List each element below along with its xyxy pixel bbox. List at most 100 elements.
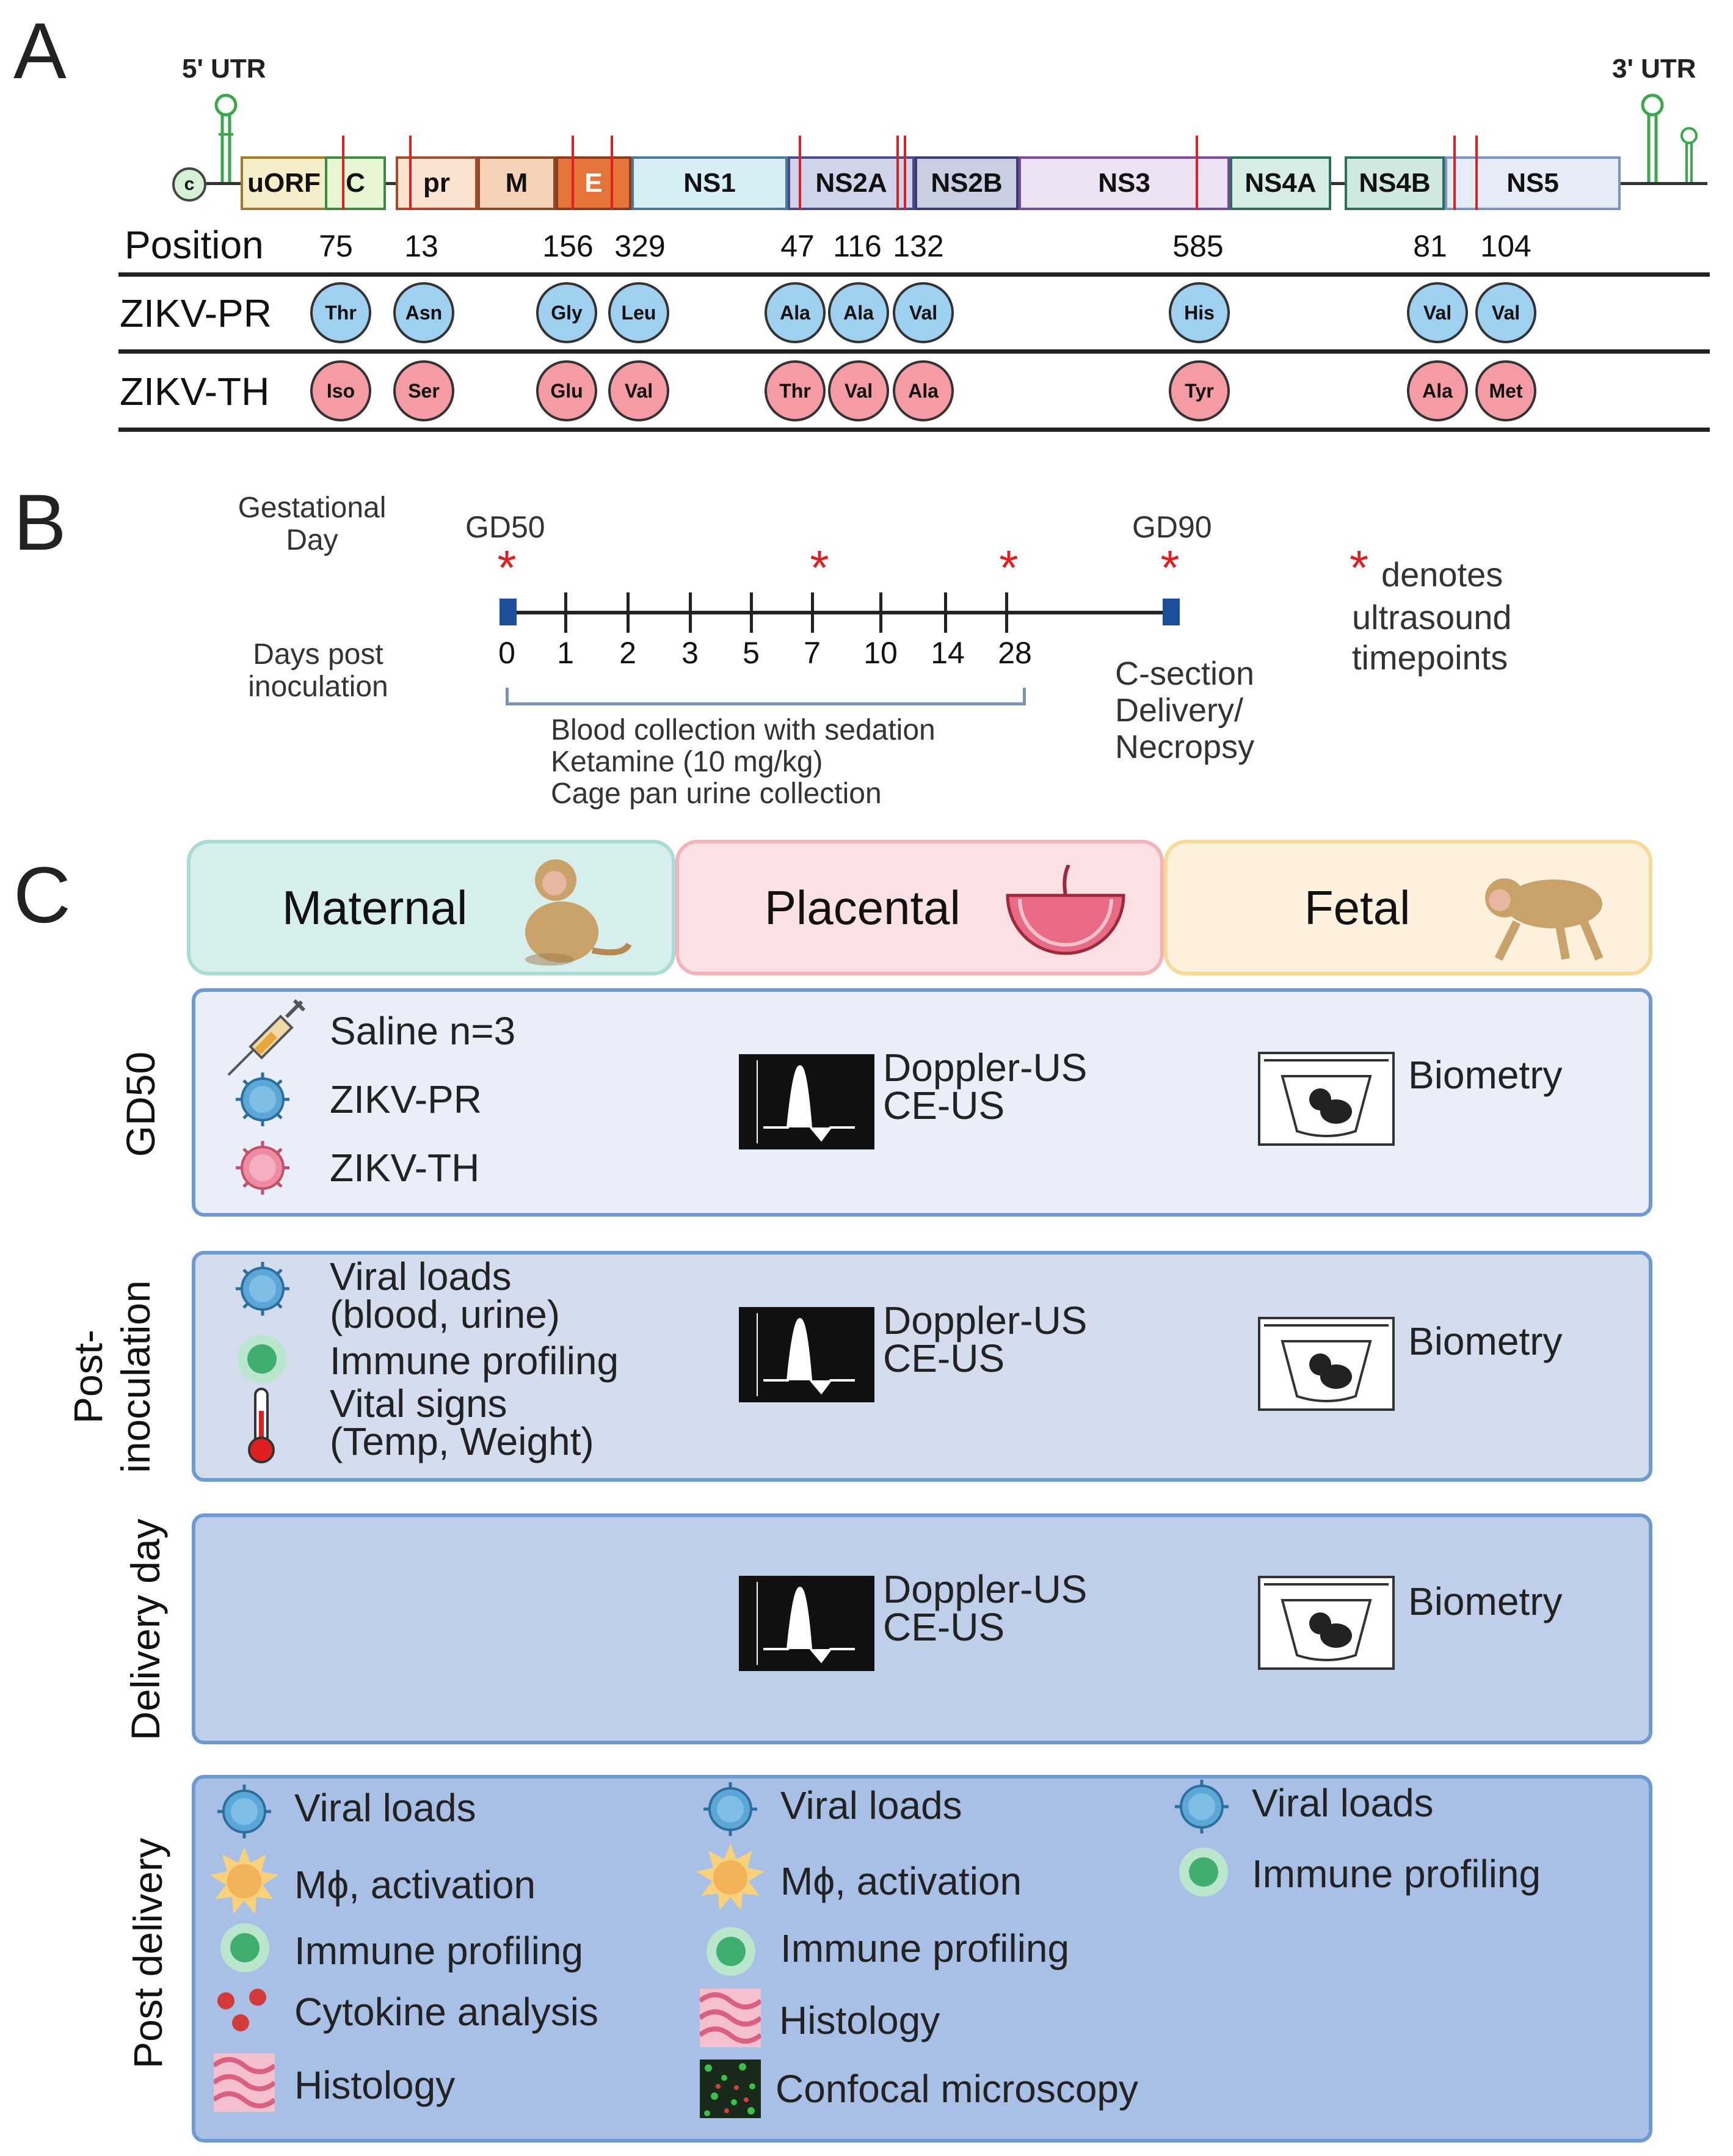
gene-ns3: NS3 xyxy=(1019,156,1230,210)
row-label-post-inoculation: Post- inoculation xyxy=(43,1280,165,1473)
table-divider xyxy=(118,428,1710,432)
position-number: 75 xyxy=(319,229,353,263)
gd50-maternal-saline: Saline n=3 xyxy=(330,1009,516,1053)
residue-pr: His xyxy=(1169,282,1230,343)
position-number: 116 xyxy=(833,229,882,263)
position-number: 156 xyxy=(542,229,594,263)
panel-c-label: C xyxy=(13,850,71,939)
collection-line-3: Cage pan urine collection xyxy=(551,778,882,810)
monkey-sitting-icon xyxy=(525,859,632,966)
position-number: 585 xyxy=(1172,229,1224,263)
csection-line-1: C-section xyxy=(1115,655,1255,692)
pd-placental-immune-profiling: Immune profiling xyxy=(780,1926,1070,1970)
tick-label: 14 xyxy=(931,636,965,670)
immune-cell-icon xyxy=(220,1923,269,1972)
gene-uorf: uORF xyxy=(241,156,327,210)
residue-pr: Ala xyxy=(828,282,889,343)
immune-cell-icon xyxy=(1179,1848,1228,1896)
pd-maternal-viral-loads: Viral loads xyxy=(294,1786,476,1830)
csection-line-3: Necropsy xyxy=(1115,729,1255,765)
fetal-ultrasound-icon xyxy=(1258,1317,1395,1411)
stem-loop-3-icon xyxy=(1641,93,1698,182)
residue-pr: Ala xyxy=(765,282,826,343)
gd50-doppler-us: Doppler-US xyxy=(883,1046,1088,1090)
gd90-label: GD90 xyxy=(1132,510,1212,544)
pd-placental-histology: Histology xyxy=(779,1998,940,2042)
mutation-line xyxy=(572,136,574,210)
gene-ns4a: NS4A xyxy=(1230,156,1331,210)
pd-fetal-immune-profiling: Immune profiling xyxy=(1252,1852,1541,1896)
gd50-ce-us: CE-US xyxy=(883,1083,1005,1127)
confocal-microscopy-icon xyxy=(700,2059,761,2118)
gene-e: E xyxy=(556,156,631,210)
tick-label: 7 xyxy=(804,636,821,670)
postinoc-biometry: Biometry xyxy=(1408,1319,1563,1363)
timeline-end-marker xyxy=(1163,599,1180,625)
mutation-line xyxy=(799,136,801,210)
position-number: 81 xyxy=(1413,229,1447,263)
legend-star: * xyxy=(1350,541,1369,595)
postinoc-ce-us: CE-US xyxy=(883,1336,1005,1380)
header-placental-label: Placental xyxy=(765,880,961,934)
tick-label: 3 xyxy=(681,636,699,670)
collection-line-2: Ketamine (10 mg/kg) xyxy=(551,746,823,778)
row-gd50 xyxy=(192,988,1652,1217)
gene-pr: pr xyxy=(396,156,478,210)
postinoc-immune-profiling: Immune profiling xyxy=(330,1339,619,1383)
residue-th: Iso xyxy=(310,360,371,421)
fetal-ultrasound-icon xyxy=(1258,1576,1395,1670)
row-delivery-day xyxy=(192,1513,1652,1744)
tick-label: 1 xyxy=(557,636,574,670)
tick-label: 0 xyxy=(498,636,515,670)
timeline-tick xyxy=(944,592,947,633)
panel-a-label: A xyxy=(13,6,67,95)
pd-fetal-viral-loads: Viral loads xyxy=(1252,1781,1434,1825)
gd50-label: GD50 xyxy=(465,510,545,544)
gene-ns2a: NS2A xyxy=(788,156,915,210)
fetal-ultrasound-icon xyxy=(1258,1052,1395,1146)
timeline-tick xyxy=(1005,592,1008,633)
timeline-tick xyxy=(689,592,692,633)
position-number: 132 xyxy=(893,229,944,263)
histology-icon xyxy=(700,1989,761,2047)
virus-th-icon xyxy=(236,1141,289,1195)
bracket xyxy=(506,688,1026,705)
cytokine-icon xyxy=(217,1989,266,2031)
position-number: 13 xyxy=(404,229,438,263)
gene-ns4b: NS4B xyxy=(1345,156,1445,210)
legend-text-3: timepoints xyxy=(1352,638,1508,677)
days-post-label: Days post inoculation xyxy=(248,638,388,703)
gene-ns1: NS1 xyxy=(631,156,788,210)
cap-icon: c xyxy=(172,167,206,202)
pd-maternal-mphi-activation: Mϕ, activation xyxy=(294,1863,536,1907)
position-number: 104 xyxy=(1480,229,1531,263)
mutation-line xyxy=(1475,136,1478,210)
residue-th: Tyr xyxy=(1169,360,1230,421)
residue-pr: Leu xyxy=(608,282,669,343)
legend-text-1: denotes xyxy=(1381,555,1503,594)
monkey-walking-icon xyxy=(1485,878,1604,961)
mutation-line xyxy=(611,136,613,210)
timeline-tick xyxy=(811,592,814,633)
virus-pr-icon xyxy=(1175,1780,1229,1834)
pd-placental-confocal: Confocal microscopy xyxy=(776,2067,1138,2111)
residue-th: Met xyxy=(1475,360,1536,421)
virus-pr-icon xyxy=(236,1073,289,1126)
residue-th: Ala xyxy=(1407,360,1468,421)
syringe-icon xyxy=(227,999,306,1076)
row-post-delivery xyxy=(192,1775,1652,2143)
residue-th: Ala xyxy=(893,360,954,421)
residue-th: Glu xyxy=(536,360,597,421)
timeline-start-marker xyxy=(500,599,517,625)
mutation-line xyxy=(1453,136,1456,210)
postinoc-temp-weight: (Temp, Weight) xyxy=(330,1419,594,1463)
virus-pr-icon xyxy=(703,1782,757,1836)
row-label-gd50: GD50 xyxy=(118,1051,163,1157)
delivery-doppler-us: Doppler-US xyxy=(883,1567,1088,1611)
gd50-maternal-zikv-th: ZIKV-TH xyxy=(330,1146,480,1190)
timeline-axis xyxy=(508,611,1172,614)
residue-th: Val xyxy=(608,360,669,421)
row-label-post-2: inoculation xyxy=(113,1280,158,1473)
residue-pr: Val xyxy=(1475,282,1536,343)
doppler-us-icon xyxy=(739,1054,874,1149)
